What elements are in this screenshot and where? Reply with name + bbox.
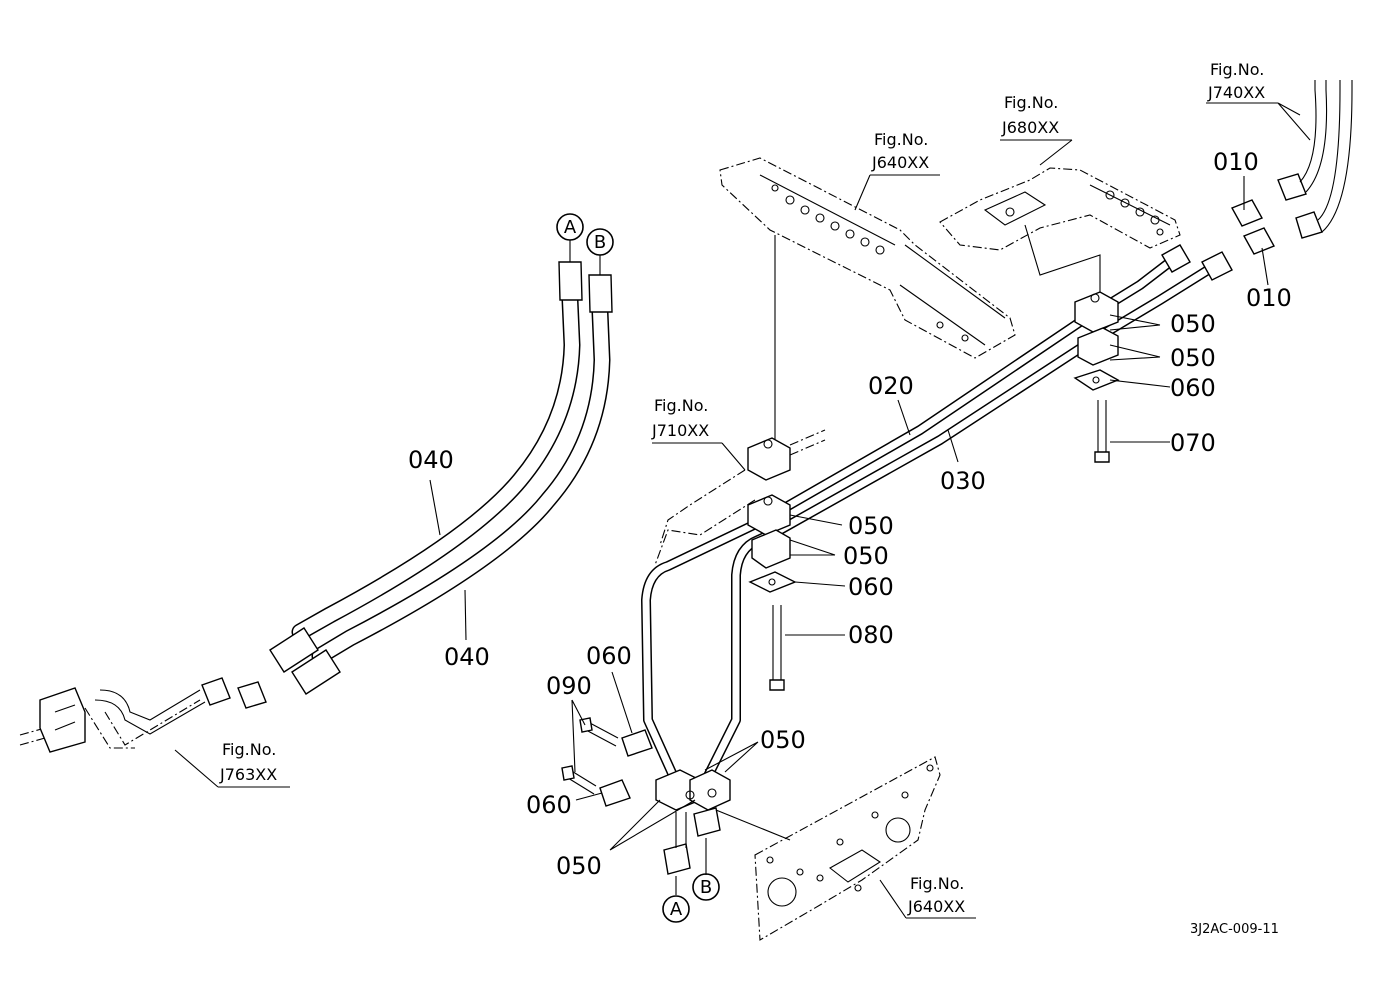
fig-ref-j640-upper: Fig.No. J640XX <box>871 130 929 172</box>
svg-text:Fig.No.: Fig.No. <box>654 396 708 415</box>
label-050-low-right: 050 <box>760 726 806 754</box>
pipe-end-nuts-upper <box>1161 244 1233 281</box>
label-090: 090 <box>546 672 592 700</box>
bracket-j640-upper <box>719 157 1016 359</box>
svg-text:A: A <box>564 217 577 238</box>
label-060-mid: 060 <box>848 573 894 601</box>
fig-ref-j740: Fig.No. J740XX <box>1207 60 1265 102</box>
pipe-assembly-020-030 <box>641 257 1213 787</box>
clamp-mid-upper <box>747 437 791 481</box>
svg-text:J680XX: J680XX <box>1001 118 1059 137</box>
label-060-left-bottom: 060 <box>526 791 572 819</box>
fig-ref-j710: Fig.No. J710XX <box>651 396 709 440</box>
label-040-top: 040 <box>408 446 454 474</box>
fig-ref-j640-lower: Fig.No. J640XX <box>907 874 965 916</box>
connector-a-top: A <box>556 213 584 241</box>
svg-text:J640XX: J640XX <box>871 153 929 172</box>
svg-text:J763XX: J763XX <box>219 765 277 784</box>
label-050-m1: 050 <box>848 512 894 540</box>
svg-text:B: B <box>700 877 712 898</box>
hoses-040 <box>269 261 613 695</box>
leader-lines <box>174 102 1311 919</box>
label-030: 030 <box>940 467 986 495</box>
svg-text:J740XX: J740XX <box>1207 83 1265 102</box>
connector-a-bottom: A <box>662 895 690 923</box>
bracket-j680-upper <box>939 167 1181 251</box>
clamp-right <box>1073 291 1120 463</box>
svg-text:A: A <box>670 899 683 920</box>
adapters-010 <box>1231 173 1323 255</box>
svg-text:Fig.No.: Fig.No. <box>1210 60 1264 79</box>
pipe-left-j763 <box>39 677 267 753</box>
fig-ref-j763: Fig.No. J763XX <box>219 740 277 784</box>
plate-j640-lower <box>754 756 941 941</box>
label-060-left-top: 060 <box>586 642 632 670</box>
svg-text:J640XX: J640XX <box>907 897 965 916</box>
svg-text:J710XX: J710XX <box>651 421 709 440</box>
label-020: 020 <box>868 372 914 400</box>
label-080: 080 <box>848 621 894 649</box>
svg-text:Fig.No.: Fig.No. <box>222 740 276 759</box>
label-070: 070 <box>1170 429 1216 457</box>
label-060-right: 060 <box>1170 374 1216 402</box>
connector-b-bottom: B <box>692 873 720 901</box>
label-040-bottom: 040 <box>444 643 490 671</box>
plates-060-left <box>561 717 653 807</box>
svg-text:Fig.No.: Fig.No. <box>874 130 928 149</box>
connector-b-top: B <box>586 228 614 256</box>
clamp-lower <box>655 769 731 875</box>
svg-text:Fig.No.: Fig.No. <box>910 874 964 893</box>
clamp-mid <box>747 494 797 691</box>
label-050-r1: 050 <box>1170 310 1216 338</box>
fig-ref-j680: Fig.No. J680XX <box>1001 93 1059 137</box>
label-010-bottom: 010 <box>1246 284 1292 312</box>
label-050-r2: 050 <box>1170 344 1216 372</box>
drawing-code: 3J2AC-009-11 <box>1190 922 1279 937</box>
label-050-low-left: 050 <box>556 852 602 880</box>
hoses-j740 <box>1299 80 1353 233</box>
label-050-m2: 050 <box>843 542 889 570</box>
label-010-top: 010 <box>1213 148 1259 176</box>
svg-text:Fig.No.: Fig.No. <box>1004 93 1058 112</box>
part-labels: 010 010 020 030 040 040 050 050 050 050 … <box>408 148 1292 880</box>
svg-text:B: B <box>594 232 606 253</box>
